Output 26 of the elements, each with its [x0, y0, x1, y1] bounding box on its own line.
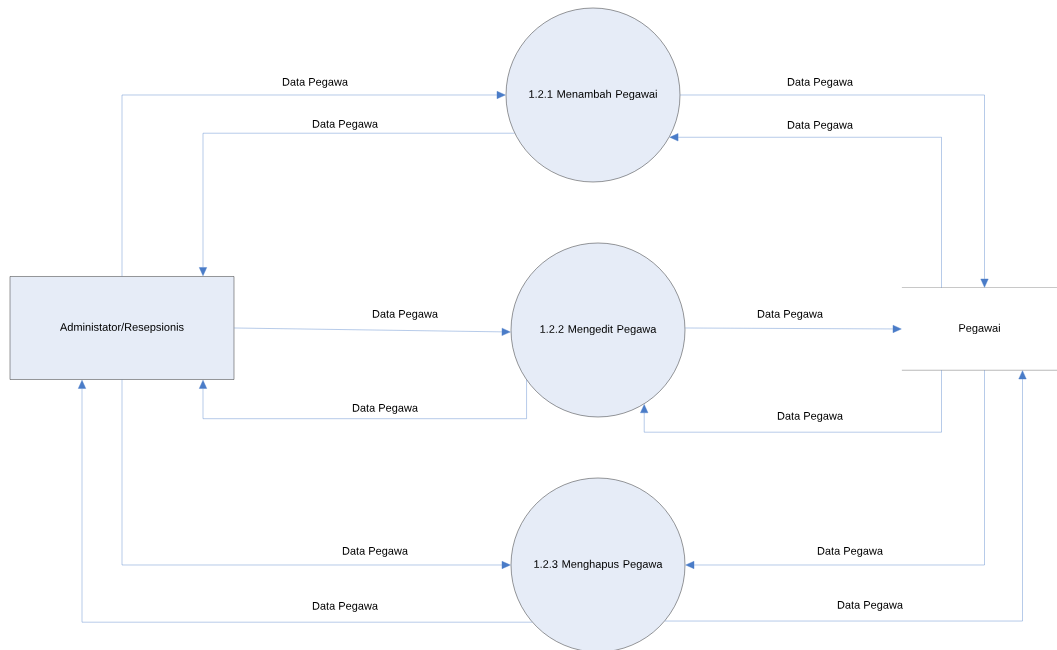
edge-label: Data Pegawa: [776, 411, 845, 423]
edge-label: Data Pegawa: [311, 601, 380, 613]
data-store: Pegawai: [901, 287, 1057, 371]
arrow: [121, 379, 511, 569]
arrow: [199, 379, 527, 419]
edge-label: Data Pegawa: [786, 77, 855, 89]
edge-label: Data Pegawa: [836, 600, 905, 612]
arrow: [685, 325, 902, 333]
arrow: [685, 370, 985, 569]
arrow: [669, 133, 942, 288]
entity-box: Administator/Resepsionis: [9, 276, 235, 380]
arrow: [680, 94, 989, 288]
edge-label: Data Pegawa: [786, 120, 855, 132]
edge-label: Data Pegawa: [311, 119, 380, 131]
edge-label: Data Pegawa: [341, 546, 410, 558]
edge-label: Data Pegawa: [281, 77, 350, 89]
arrow: [640, 370, 942, 433]
edge-label: Data Pegawa: [816, 546, 885, 558]
arrow: [121, 91, 506, 277]
edge-label: Data Pegawa: [756, 309, 825, 321]
arrow: [199, 133, 515, 276]
edge-label: Data Pegawa: [371, 309, 440, 321]
arrow: [234, 327, 511, 336]
arrow: [78, 380, 533, 623]
arrow: [664, 370, 1027, 622]
edge-label: Data Pegawa: [351, 403, 420, 415]
